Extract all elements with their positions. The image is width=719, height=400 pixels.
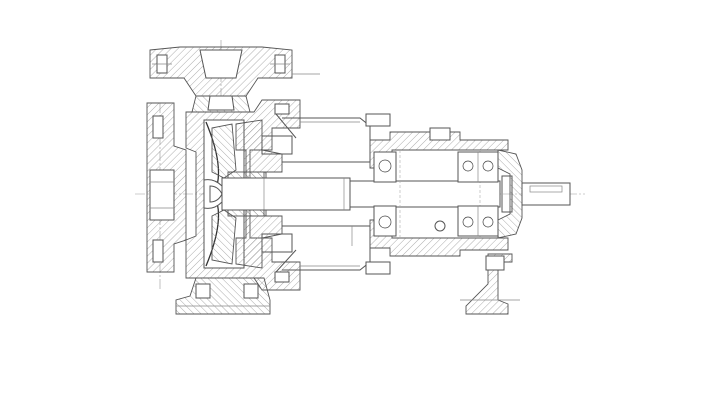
casing-foot bbox=[175, 277, 271, 315]
shaft-end-coupling bbox=[521, 182, 571, 206]
casing-bolt-lower bbox=[274, 249, 297, 283]
bearing-bracket-adapter bbox=[282, 113, 391, 275]
pump-shaft bbox=[221, 177, 501, 211]
casing-bolt-upper bbox=[274, 103, 297, 139]
discharge-flange bbox=[149, 46, 293, 97]
bearing-end-cover bbox=[497, 149, 523, 239]
bearing-inboard bbox=[373, 151, 397, 237]
discharge-neck bbox=[191, 95, 251, 113]
shaft-sleeve bbox=[227, 171, 265, 217]
bearing-outboard bbox=[457, 151, 499, 237]
suction-flange bbox=[146, 102, 187, 273]
support-foot bbox=[465, 253, 513, 315]
casing-cover bbox=[235, 119, 293, 269]
impeller bbox=[203, 123, 237, 265]
construction-lines bbox=[292, 73, 520, 301]
